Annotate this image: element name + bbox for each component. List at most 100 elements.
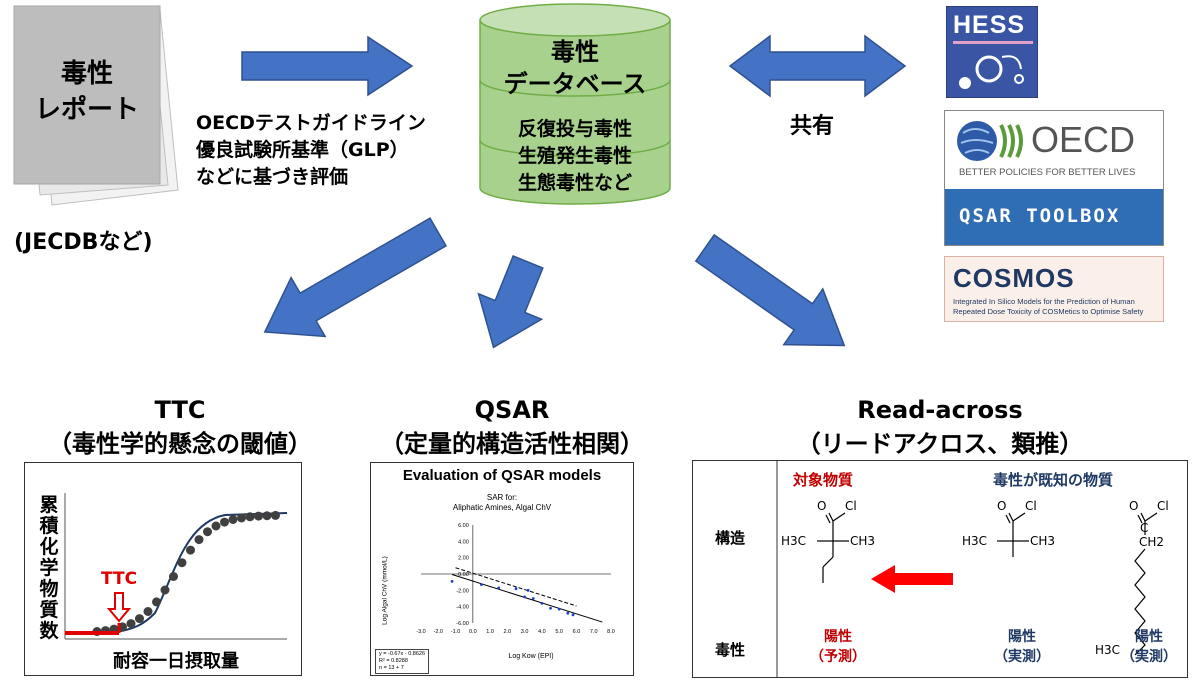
qsar-x-tick: 1.0: [486, 629, 494, 635]
ttc-marker-label: TTC: [101, 569, 138, 589]
qsar-y-tick: 2.00: [458, 556, 469, 562]
arrow-db-to-ttc: [263, 217, 448, 338]
qsar-x-tick: 2.0: [504, 629, 512, 635]
cosmos-logo-text: COSMOS: [953, 263, 1075, 293]
prediction-arrow: [871, 565, 953, 593]
qsar-data-point: [450, 579, 454, 583]
qsar-x-tick: 7.0: [590, 629, 598, 635]
known-molecule-1-structure: [997, 512, 1029, 557]
ttc-subtitle: （毒性学的懸念の閾値）: [48, 430, 312, 458]
oecd-globe-icon: [957, 121, 1023, 161]
ttc-heading: TTC （毒性学的懸念の閾値）: [20, 396, 340, 459]
qsar-y-label-wrap: Log Algal ChV (mmol/L): [375, 543, 389, 643]
ttc-y-label-char: 質: [39, 599, 59, 621]
ttc-data-point: [135, 614, 144, 624]
guideline-line1: OECDテストガイドライン: [196, 112, 426, 134]
ttc-data-point: [186, 545, 195, 555]
qsar-x-tick: 8.0: [607, 629, 615, 635]
ttc-data-point: [203, 527, 212, 537]
known1-atom-ch3: CH3: [1030, 534, 1056, 548]
ttc-panel: 累積化学物質数 TTC 耐容一日摂取量: [24, 462, 302, 676]
hess-logo: HESS: [946, 6, 1038, 98]
ttc-y-label-char: 累: [39, 494, 59, 516]
qsar-chart-sub1: SAR for:: [486, 493, 518, 502]
readacross-heading: Read-across （リードアクロス、類推）: [740, 396, 1140, 459]
ttc-data-point: [143, 607, 153, 616]
ttc-x-axis-label: 耐容一日摂取量: [113, 651, 239, 672]
qsar-x-tick: 4.0: [538, 629, 546, 635]
qsar-x-tick: 6.0: [573, 629, 581, 635]
qsar-title: QSAR: [474, 396, 550, 424]
readacross-subtitle: （リードアクロス、類推）: [796, 430, 1084, 458]
result-observed-1-value: 陽性: [1008, 629, 1036, 645]
ttc-data-point: [177, 558, 187, 568]
database-item-1: 反復投与毒性: [517, 118, 632, 140]
qsar-y-tick: -6.00: [456, 621, 469, 627]
ttc-data-point: [262, 511, 272, 521]
qsar-chart-title: Evaluation of QSAR models: [402, 467, 602, 484]
arrow-report-to-db: [241, 35, 414, 97]
database-title: 毒性 データベース: [480, 36, 670, 100]
known-molecule-2-structure: [1134, 512, 1158, 656]
oecd-logo: OECD BETTER POLICIES FOR BETTER LIVES QS…: [944, 110, 1164, 246]
report-caption: (JECDBなど): [14, 230, 153, 255]
qsar-panel: Evaluation of QSAR models SAR for: Aliph…: [370, 462, 634, 676]
result-predicted: 陽性 （予測）: [793, 627, 883, 667]
database-cylinder: [479, 3, 671, 205]
database-title-line1: 毒性: [551, 38, 599, 66]
qsar-data-point: [566, 611, 570, 615]
ttc-data-point: [169, 572, 178, 581]
qsar-data-point: [531, 597, 535, 600]
known2-atom-h3c: H3C: [1095, 643, 1121, 657]
known2-atom-cl: Cl: [1157, 499, 1169, 513]
qsar-equation-box: y = -0.67x - 0.8626 R² = 0.8288 n = 13 +…: [375, 649, 430, 674]
ttc-y-label-char: 数: [39, 620, 59, 642]
oecd-logo-text: OECD: [1031, 119, 1136, 160]
arrow-db-to-readacross: [694, 233, 846, 347]
readacross-structures: [776, 461, 1158, 677]
cosmos-logo: COSMOS Integrated In Silico Models for t…: [944, 256, 1164, 322]
arrow-db-logos-double: [728, 34, 907, 98]
target-atom-o: O: [817, 499, 827, 513]
qsar-data-point: [514, 587, 518, 591]
ttc-data-point: [237, 513, 246, 523]
cosmos-desc-line2: Repeated Dose Toxicity of COSMetics to O…: [953, 307, 1144, 316]
known1-atom-cl: Cl: [1025, 499, 1037, 513]
database-item-3: 生態毒性など: [517, 172, 632, 194]
guideline-line3: などに基づき評価: [196, 166, 349, 188]
qsar-x-tick: -2.0: [434, 629, 443, 635]
ttc-data-point: [126, 619, 136, 629]
ttc-data-point: [211, 521, 221, 531]
report-title-line2: レポート: [34, 95, 139, 125]
qsar-data-point: [480, 583, 483, 587]
ttc-title: TTC: [154, 396, 206, 424]
qsar-x-tick: -1.0: [451, 629, 460, 635]
qsar-y-tick: -2.00: [456, 588, 469, 594]
qsar-data-point: [526, 588, 530, 592]
known2-atom-ch2: CH2: [1139, 535, 1165, 549]
qsar-fit-line: [451, 574, 603, 623]
target-atom-ch3: CH3: [850, 534, 876, 548]
qsar-x-tick: 0.0: [469, 629, 477, 635]
result-predicted-value: 陽性: [824, 629, 852, 645]
qsar-x-axis-label: Log Kow (EPI): [508, 653, 554, 660]
qsar-x-tick: 5.0: [555, 629, 563, 635]
result-predicted-note: （予測）: [810, 649, 866, 665]
qsar-x-tick: -3.0: [416, 629, 425, 635]
qsar-confidence-line: [455, 567, 577, 607]
qsar-data-point: [497, 586, 501, 590]
qsar-eq1: y = -0.67x - 0.8626: [379, 651, 426, 657]
hess-logo-text: HESS: [953, 11, 1026, 39]
row-toxicity-label: 毒性: [715, 641, 746, 659]
qsar-data-point: [571, 613, 575, 617]
arrow-db-to-qsar: [477, 255, 544, 349]
database-items: 反復投与毒性 生殖発生毒性 生態毒性など: [480, 116, 670, 197]
qsar-data-point: [523, 595, 527, 599]
ttc-data-point: [194, 535, 204, 545]
qsar-toolbox-text: QSAR TOOLBOX: [959, 205, 1121, 227]
qsar-y-axis-label: Log Algal ChV (mmol/L): [381, 556, 389, 625]
result-observed-2-value: 陽性: [1135, 629, 1163, 645]
qsar-y-tick: 0.00: [458, 572, 469, 578]
qsar-eq3: n = 13 + 7: [379, 665, 404, 671]
